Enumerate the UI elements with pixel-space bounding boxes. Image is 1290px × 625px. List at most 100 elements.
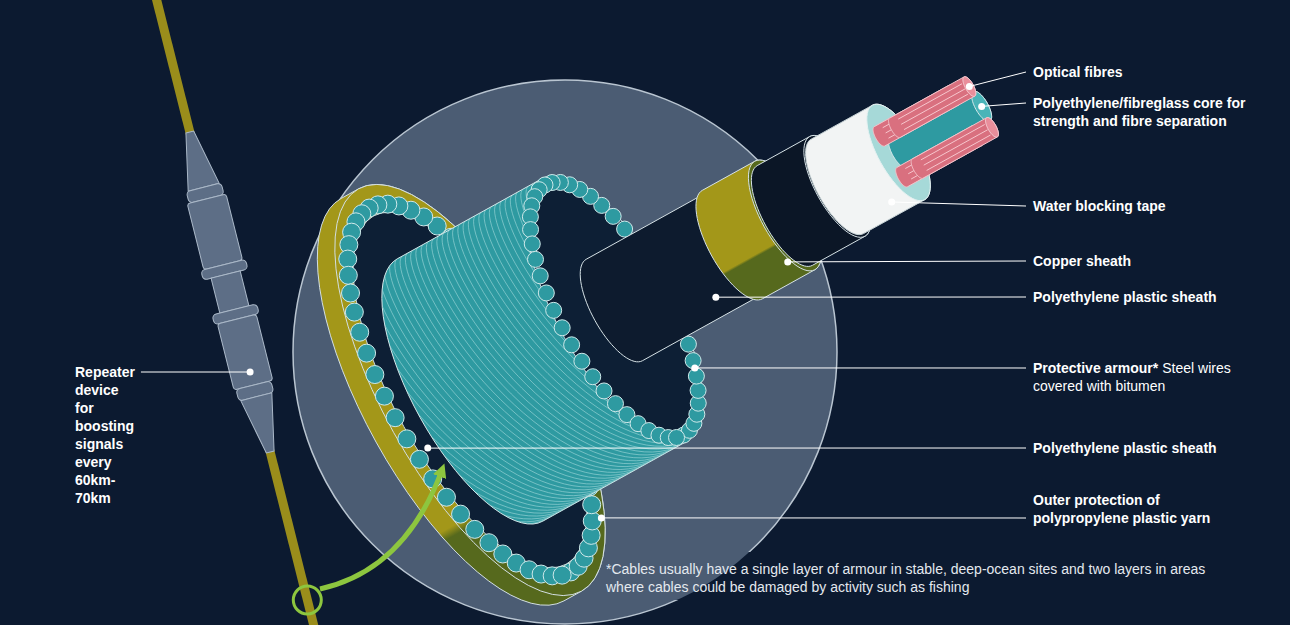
leader-line [716, 297, 1026, 298]
helix-line [306, 308, 550, 525]
repeater-symbol [167, 126, 292, 457]
label-text: Optical fibres [1033, 64, 1122, 80]
armour-wire [583, 512, 601, 530]
repeater-taper [174, 128, 219, 191]
fibre-strand [901, 89, 965, 124]
armour-wire [339, 266, 357, 284]
leader-line [141, 372, 250, 373]
label-text: Polyethylene plastic sheath [1033, 289, 1217, 305]
highlight-ring [293, 586, 321, 614]
armour-wire [669, 429, 685, 445]
callout-label: Polyethylene plastic sheath [1033, 439, 1278, 457]
helix-line [285, 320, 529, 537]
helix-line [337, 291, 581, 508]
label-text: Copper sheath [1033, 253, 1131, 269]
armour-wire [351, 323, 369, 341]
callout-label: Polyethylene plastic sheath [1033, 288, 1278, 306]
helix-line [327, 297, 571, 514]
armour-wire [386, 409, 404, 427]
helix-line [243, 343, 487, 560]
leader-dot [784, 258, 791, 265]
leader-dot [247, 369, 254, 376]
label-text: Polyethylene plastic sheath [1033, 440, 1217, 456]
armour-wire [466, 520, 484, 538]
armour-wire [596, 383, 612, 399]
cable-cutaway [237, 77, 998, 605]
armour-wire [546, 302, 562, 318]
callout-label: Repeater device for boosting signals eve… [75, 363, 135, 507]
helix-line [264, 332, 508, 549]
helix-line [348, 285, 592, 502]
label-text: Water blocking tape [1033, 198, 1166, 214]
magnifier-disc [293, 80, 837, 624]
repeater-taper [241, 393, 286, 456]
armour-wire [410, 450, 428, 468]
helix-line [332, 294, 576, 511]
armour-wire [585, 369, 601, 385]
fibre-strand [921, 125, 985, 160]
leader-line [969, 72, 1026, 87]
leader-line [601, 517, 1026, 518]
label-text: Protective armour* [1033, 360, 1158, 376]
armour-wire [345, 303, 363, 321]
repeater-body [187, 194, 242, 270]
leader-line [982, 103, 1026, 106]
helix-line [316, 302, 560, 519]
armour-wire [366, 366, 384, 384]
fibre-strand [904, 94, 968, 129]
armour-wire [524, 236, 540, 252]
helix-line [295, 314, 539, 531]
armour-wire [532, 268, 548, 284]
armour-wire [574, 353, 590, 369]
fibre-bundle-face [963, 77, 976, 97]
leader-dot [888, 198, 895, 205]
helix-line [279, 323, 523, 540]
helix-line [258, 334, 502, 551]
armour-helix [237, 145, 843, 562]
callout-label: Protective armour*Steel wires covered wi… [1033, 359, 1278, 395]
helix-line [342, 288, 586, 505]
leader-line [695, 367, 1026, 368]
fibre-bundle-face [986, 118, 999, 138]
callout-label: Optical fibres [1033, 63, 1278, 81]
armour-wire [583, 496, 601, 514]
armour-wire [358, 344, 376, 362]
armour-wire [690, 382, 706, 398]
callout-label: Polyethylene/fibreglass core for strengt… [1033, 94, 1278, 130]
label-text: *Cables usually have a single layer of a… [606, 561, 1205, 595]
leader-dot [966, 83, 973, 90]
zoom-arrow [320, 470, 442, 589]
leader-line [892, 202, 1026, 206]
cable-line [155, 0, 315, 625]
callout-label: Water blocking tape [1033, 197, 1278, 215]
armour-wire [564, 337, 580, 353]
helix-line [353, 282, 597, 499]
armour-wire [398, 430, 416, 448]
armour-wire [375, 387, 393, 405]
footnote: *Cables usually have a single layer of a… [606, 560, 1246, 596]
armour-wire [339, 250, 357, 268]
armour-wire [523, 222, 539, 238]
label-text: Polyethylene/fibreglass core for strengt… [1033, 95, 1245, 129]
helix-line [253, 337, 497, 554]
fibre-strand [898, 84, 962, 119]
leader-dot [598, 514, 605, 521]
helix-line [269, 329, 513, 546]
fibre-strand [924, 130, 988, 165]
armour-wire [553, 566, 571, 584]
leader-dot [424, 445, 431, 452]
leader-line [428, 448, 1026, 449]
fibre-bundle [911, 118, 998, 179]
leader-dot [691, 364, 698, 371]
helix-line [237, 346, 481, 563]
armour-wire [528, 251, 544, 267]
magnifier-outline [293, 80, 837, 624]
armour-wire [437, 488, 455, 506]
leader-line [788, 261, 1026, 263]
label-text: Repeater device for boosting signals eve… [75, 364, 135, 506]
helix-line [300, 311, 544, 528]
callout-label: Outer protection of polypropylene plasti… [1033, 491, 1243, 527]
leader-dot [978, 103, 985, 110]
